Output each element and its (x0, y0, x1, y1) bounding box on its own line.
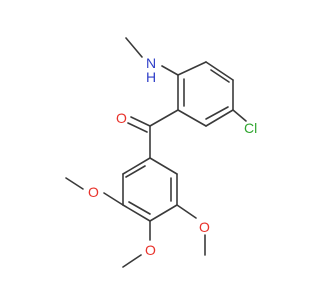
bond-ring1-b-double (210, 69, 230, 83)
bond-ome-left-o (103, 192, 124, 206)
bond-ring1-d-double (205, 106, 229, 120)
bond-ring2-c-double (128, 201, 151, 215)
bond-ome-bottom-me (122, 254, 142, 268)
bond-ring-carbonyl (149, 109, 179, 127)
bond-ome-right-o (176, 204, 197, 219)
bond-ome-left-me (65, 177, 84, 190)
bond-ring2-a-double (125, 165, 146, 178)
bond-ring2-d (149, 204, 178, 222)
bond-ring2-f (149, 157, 178, 175)
bond-n-ring (161, 65, 179, 76)
bond-ring1-b (205, 61, 234, 81)
atom-ome-left-o: O (88, 184, 99, 200)
bond-ring-cl (232, 109, 247, 122)
atom-carbonyl-o: O (116, 110, 127, 126)
bond-ring2-a (122, 157, 151, 175)
bond-methyl-n (125, 37, 143, 58)
bond-ring1-e (177, 109, 207, 127)
bond-ring1-a (177, 61, 207, 76)
bond-c-o-a (130, 116, 151, 127)
atom-ome-right-o: O (199, 219, 210, 235)
bond-ring2-c (122, 204, 151, 222)
bond-c-o-b (127, 122, 148, 133)
structure-svg: N H O Cl O O O (65, 37, 257, 268)
atom-cl: Cl (244, 120, 257, 136)
atom-ome-bottom-o: O (145, 242, 156, 258)
atom-n: N (146, 55, 156, 71)
atom-h: H (146, 69, 156, 85)
molecule-diagram: N H O Cl O O O (65, 37, 257, 268)
bond-ring1-d (205, 109, 234, 127)
